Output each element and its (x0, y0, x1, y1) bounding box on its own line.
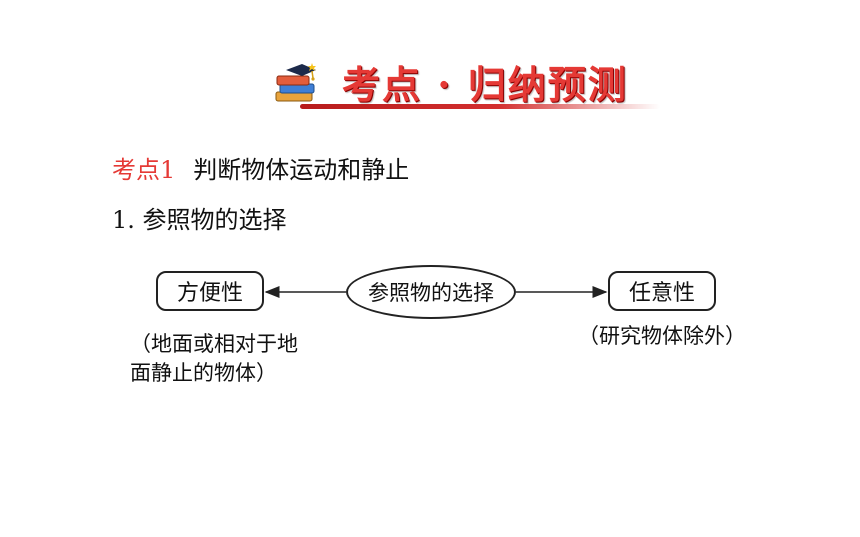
graduation-books-icon (272, 62, 320, 108)
section-banner-title: 考点 · 归纳预测 (342, 62, 628, 107)
left-note: （地面或相对于地 面静止的物体） (130, 330, 350, 388)
point-heading: 考点1 判断物体运动和静止 (112, 150, 409, 185)
section-title: 1. 参照物的选择 (112, 206, 287, 234)
reference-selection-node: 参照物的选择 (346, 265, 516, 319)
banner-underline (300, 104, 660, 109)
left-note-line1: （地面或相对于地 (130, 332, 298, 356)
point-label: 考点1 (112, 156, 176, 184)
convenience-node: 方便性 (156, 271, 264, 311)
left-note-line2: 面静止的物体） (130, 361, 277, 385)
right-note: （研究物体除外） (578, 324, 746, 348)
arbitrariness-node: 任意性 (608, 271, 716, 311)
point-title: 判断物体运动和静止 (193, 156, 410, 184)
